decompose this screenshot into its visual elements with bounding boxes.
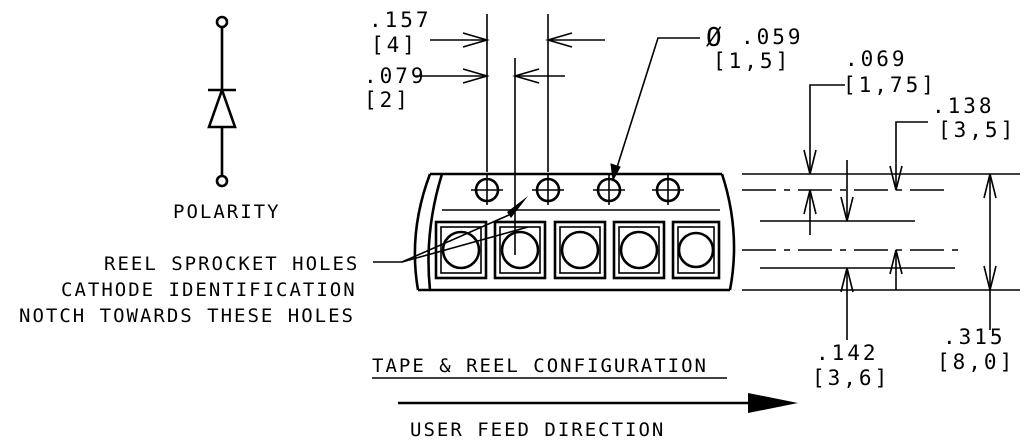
- component-pockets: [434, 220, 721, 280]
- callout-leaders: [373, 196, 529, 263]
- dim-hole-inch: .059: [741, 25, 804, 49]
- dim-069-inch: .069: [845, 47, 908, 71]
- feed-direction-arrow-icon: [398, 393, 798, 413]
- pocket: [612, 220, 666, 280]
- diameter-symbol-icon: Ø: [706, 23, 725, 53]
- dimension-right-stack: [742, 84, 1020, 340]
- pocket: [671, 220, 721, 280]
- sprocket-hole: [593, 175, 625, 205]
- dim-hole-mm: [1,5]: [713, 49, 791, 73]
- pocket: [553, 220, 607, 280]
- polarity-diode-icon: [207, 15, 237, 188]
- polarity-label: POLARITY: [173, 201, 281, 223]
- sprocket-hole: [532, 175, 564, 205]
- dim-138-mm: [3,5]: [938, 118, 1016, 142]
- dim-069-mm: [1,75]: [843, 73, 937, 97]
- dim-142-inch: .142: [816, 341, 879, 365]
- dimension-hole-diameter: [610, 37, 700, 182]
- dim-079-inch: .079: [364, 64, 427, 88]
- config-title: TAPE & REEL CONFIGURATION: [372, 355, 708, 377]
- callout-cathode-line1: CATHODE IDENTIFICATION: [61, 279, 357, 301]
- sprocket-hole: [652, 175, 684, 205]
- carrier-tape: [413, 172, 736, 292]
- dim-138-inch: .138: [932, 94, 995, 118]
- sprocket-hole: [471, 175, 503, 205]
- feed-direction-label: USER FEED DIRECTION: [410, 419, 665, 440]
- pocket: [493, 220, 547, 280]
- dim-157-mm: [4]: [371, 33, 418, 57]
- dim-079-mm: [2]: [364, 88, 411, 112]
- sprocket-holes: [471, 175, 684, 205]
- dim-142-mm: [3,6]: [812, 366, 890, 390]
- dimension-pitch: [415, 14, 605, 255]
- dim-157-inch: .157: [369, 8, 432, 32]
- callout-cathode-line2: NOTCH TOWARDS THESE HOLES: [19, 305, 355, 327]
- callout-reel-sprocket-holes: REEL SPROCKET HOLES: [104, 253, 359, 275]
- dim-315-inch: .315: [943, 325, 1006, 349]
- dim-315-mm: [8,0]: [937, 350, 1015, 374]
